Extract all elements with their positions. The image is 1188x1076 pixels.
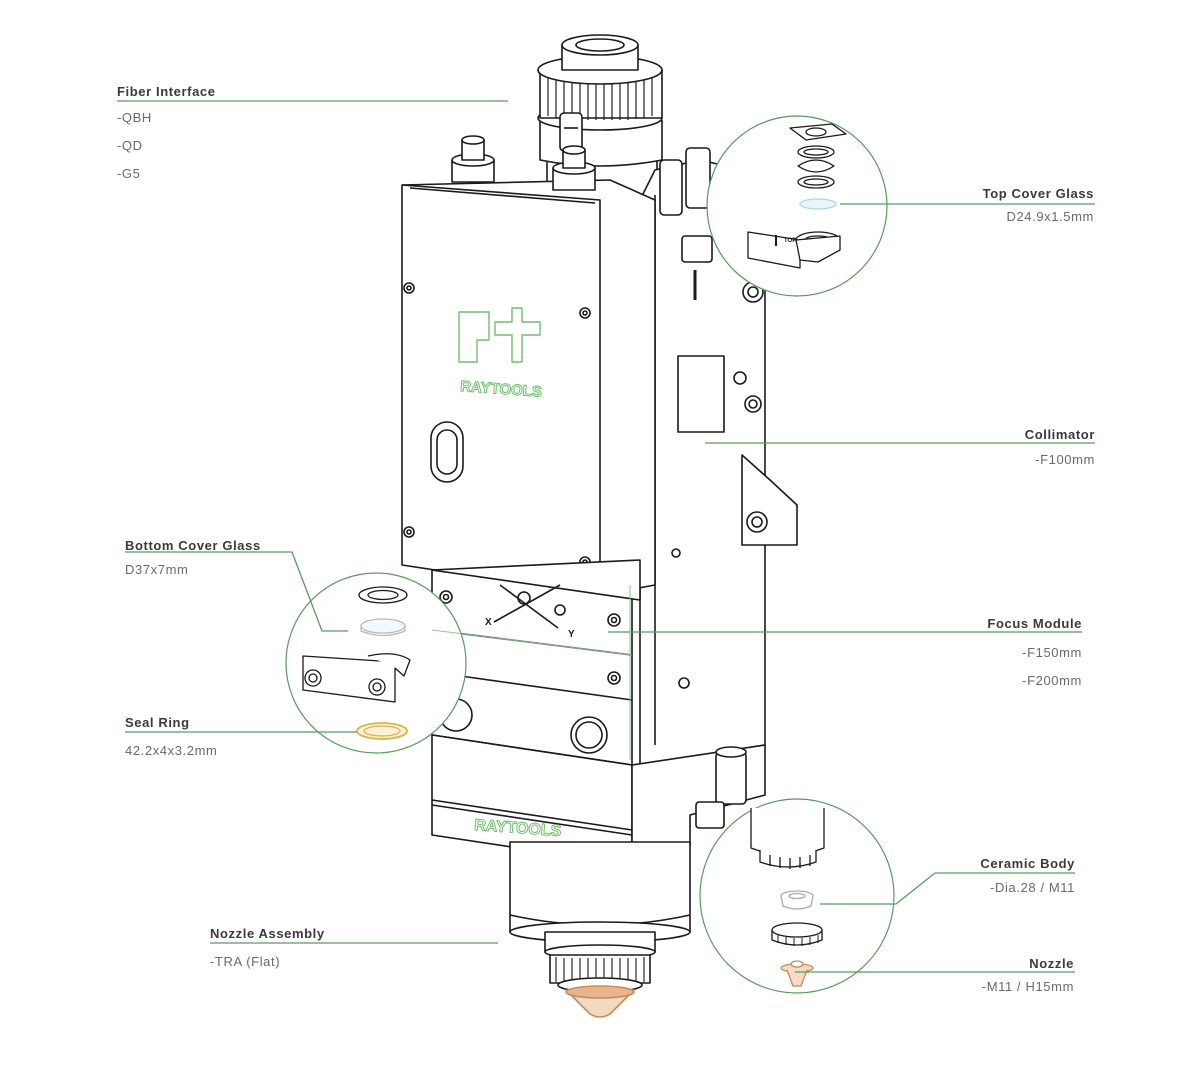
fiber-interface-spec-3: -G5 bbox=[117, 166, 141, 181]
top-cover-glass-exploded bbox=[747, 123, 847, 269]
top-cover-glass-detail-circle bbox=[706, 115, 888, 297]
bottom-cover-glass-title: Bottom Cover Glass bbox=[125, 538, 261, 553]
fiber-interface-spec-2: -QD bbox=[117, 138, 143, 153]
nozzle-title: Nozzle bbox=[1029, 956, 1074, 971]
top-cover-holder-mark: TOP bbox=[784, 238, 796, 244]
bottom-cover-glass-spec: D37x7mm bbox=[125, 562, 189, 577]
collimator-box bbox=[401, 135, 713, 596]
seal-ring-title: Seal Ring bbox=[125, 715, 190, 730]
top-cover-glass-spec: D24.9x1.5mm bbox=[1006, 209, 1094, 224]
axis-y-label: Y bbox=[568, 629, 575, 640]
ceramic-body-title: Ceramic Body bbox=[980, 856, 1075, 871]
focus-module-spec-1: -F150mm bbox=[1022, 645, 1082, 660]
seal-ring-spec: 42.2x4x3.2mm bbox=[125, 743, 218, 758]
focus-module-spec-2: -F200mm bbox=[1022, 673, 1082, 688]
axis-x-label: X bbox=[485, 617, 492, 628]
leader-bottom-cover-glass bbox=[125, 551, 348, 632]
nozzle-assembly-spec: -TRA (Flat) bbox=[210, 954, 281, 969]
brand-logo-text-upper: RAYTOOLS bbox=[460, 378, 543, 401]
nozzle-spec: -M11 / H15mm bbox=[981, 979, 1074, 994]
leader-ceramic-body bbox=[820, 872, 1075, 905]
ceramic-body-spec: -Dia.28 / M11 bbox=[990, 880, 1075, 895]
focus-module-title: Focus Module bbox=[987, 616, 1082, 631]
leader-lines bbox=[117, 100, 1095, 973]
brand-logo-mark bbox=[458, 307, 541, 363]
collimator-spec: -F100mm bbox=[1035, 452, 1095, 467]
fiber-interface-spec-1: -QBH bbox=[117, 110, 152, 125]
nozzle-exploded bbox=[750, 808, 825, 987]
lower-body bbox=[431, 734, 766, 866]
nozzle-assembly-part bbox=[509, 841, 691, 1018]
collimator-title: Collimator bbox=[1024, 427, 1095, 442]
nozzle-assembly-title: Nozzle Assembly bbox=[210, 926, 325, 941]
top-cover-glass-title: Top Cover Glass bbox=[982, 186, 1094, 201]
fiber-interface-title: Fiber Interface bbox=[117, 84, 216, 99]
bottom-cover-glass-exploded bbox=[302, 586, 411, 740]
main-body bbox=[639, 159, 798, 766]
focus-module-part bbox=[431, 559, 641, 766]
